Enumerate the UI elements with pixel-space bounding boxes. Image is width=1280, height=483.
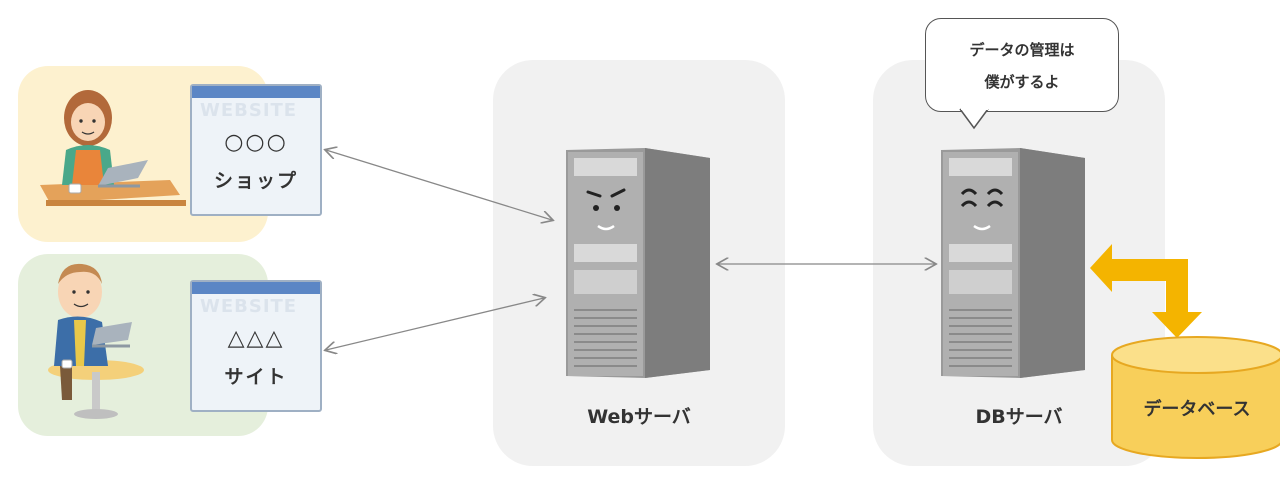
connector-site-web <box>326 298 544 350</box>
site-name: △△△ <box>227 326 285 351</box>
speech-bubble-tail <box>959 108 989 130</box>
db-access-arrow <box>1090 244 1202 338</box>
site-type: ショップ <box>213 170 298 192</box>
web-server-label: Webサーバ <box>587 406 691 428</box>
db-server-illustration <box>941 148 1085 378</box>
database-label: データベース <box>1143 399 1251 420</box>
database-cylinder <box>1111 336 1280 459</box>
site-name: ○○○ <box>224 130 288 155</box>
site-type: サイト <box>224 366 288 388</box>
website-window-shop: WEBSITE ○○○ ショップ <box>190 84 322 216</box>
man-user-illustration <box>48 263 144 419</box>
website-brand: WEBSITE <box>200 296 298 317</box>
website-brand: WEBSITE <box>200 100 298 121</box>
speech-line-2: 僕がするよ <box>984 73 1060 91</box>
speech-line-1: データの管理は <box>969 41 1075 59</box>
db-server-speech-bubble: データの管理は 僕がするよ <box>925 18 1119 112</box>
woman-user-illustration <box>40 90 186 206</box>
browser-title-bar <box>192 282 320 294</box>
db-server-label: DBサーバ <box>975 406 1063 428</box>
browser-title-bar <box>192 86 320 98</box>
web-server-illustration <box>566 148 710 378</box>
website-window-site: WEBSITE △△△ サイト <box>190 280 322 412</box>
connector-shop-web <box>326 150 552 220</box>
